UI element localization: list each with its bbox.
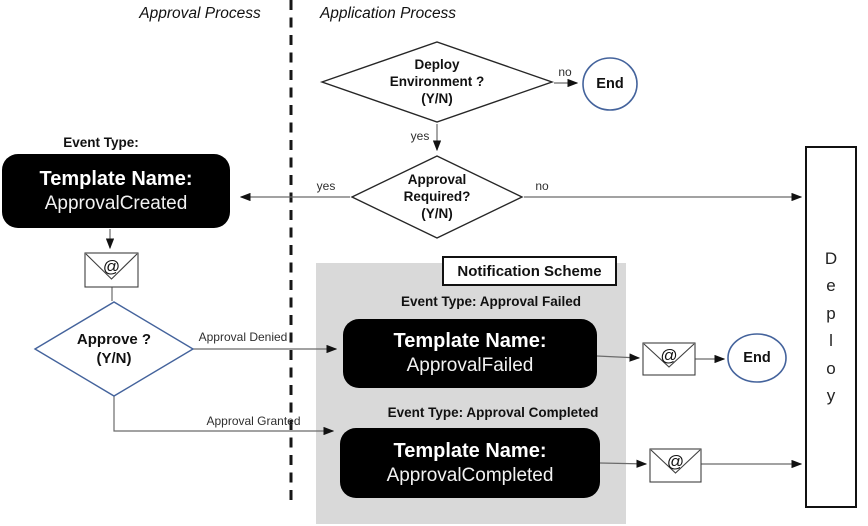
edge-label-required-no: no (535, 179, 549, 193)
decision-line: Environment ? (389, 74, 485, 89)
event-type-label-completed: Event Type: Approval Completed (387, 405, 599, 420)
template-title: Template Name: (393, 330, 547, 352)
decision-line: Deploy (414, 57, 460, 72)
template-box-approval-completed: Template Name: ApprovalCompleted (340, 428, 600, 498)
event-type-label-failed: Event Type: Approval Failed (400, 294, 582, 309)
notification-scheme-title: Notification Scheme (457, 262, 602, 280)
template-box-approval-created: Template Name: ApprovalCreated (2, 154, 230, 228)
email-icon-completed: @ (649, 448, 702, 483)
event-type-label-created: Event Type: (63, 135, 139, 150)
decision-approval-required-label: Approval Required? (Y/N) (377, 171, 497, 222)
template-name: ApprovalCompleted (386, 464, 554, 486)
deploy-letter: D (824, 248, 838, 268)
decision-approve-label: Approve ? (Y/N) (54, 330, 174, 368)
at-symbol: @ (103, 257, 120, 276)
template-box-approval-failed: Template Name: ApprovalFailed (343, 319, 597, 388)
template-title: Template Name: (39, 167, 193, 190)
decision-line: (Y/N) (421, 91, 453, 106)
edge-approval-granted (113, 396, 335, 436)
deploy-letter: l (829, 331, 833, 350)
decision-deploy-environment-shape (319, 41, 555, 123)
edge-label-deploy-yes: yes (410, 129, 430, 143)
edge-completed-to-email (599, 459, 648, 468)
deploy-letter: y (826, 386, 836, 405)
decision-line: (Y/N) (96, 350, 132, 367)
deploy-letter: o (826, 358, 836, 378)
edge-label-approval-granted: Approval Granted (206, 414, 301, 428)
lane-title-approval: Approval Process (139, 5, 261, 22)
email-icon-failed: @ (642, 342, 696, 376)
decision-line: Required? (403, 189, 471, 204)
template-name: ApprovalFailed (406, 355, 534, 376)
notification-scheme-titlebox: Notification Scheme (442, 256, 617, 286)
at-symbol: @ (660, 346, 677, 365)
deploy-letter: p (826, 303, 836, 323)
decision-line: Approve ? (76, 331, 152, 348)
edge-label-required-yes: yes (316, 179, 336, 193)
decision-approve-shape (33, 301, 195, 397)
decision-deploy-environment-label: Deploy Environment ? (Y/N) (362, 56, 512, 107)
decision-line: (Y/N) (421, 206, 453, 221)
deploy-box: D e p l o y (805, 146, 857, 508)
end-node-mid-label: End (743, 350, 771, 366)
edge-label-approval-denied: Approval Denied (198, 330, 288, 344)
end-node-top-label: End (596, 76, 624, 92)
email-icon-created: @ (84, 252, 139, 288)
lane-title-application: Application Process (319, 5, 457, 22)
end-node-mid-shape (727, 333, 787, 383)
decision-line: Approval (407, 172, 467, 187)
deploy-letter: e (826, 276, 836, 295)
decision-approval-required-shape (350, 155, 524, 239)
template-title: Template Name: (393, 439, 547, 462)
at-symbol: @ (667, 452, 684, 471)
edge-label-deploy-no: no (558, 65, 572, 79)
template-name: ApprovalCreated (44, 192, 188, 214)
edge-failed-to-email (596, 353, 641, 362)
end-node-top-shape (582, 57, 638, 111)
